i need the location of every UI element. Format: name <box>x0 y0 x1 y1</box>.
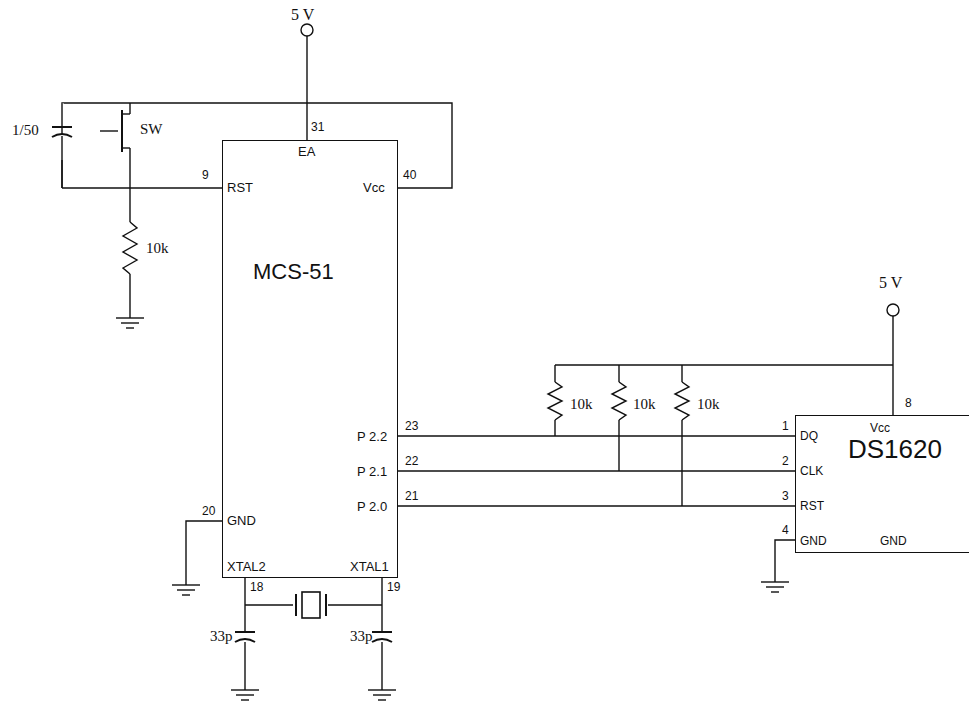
ground-symbol <box>231 690 259 700</box>
supply-label: 5 V <box>291 6 314 24</box>
component-value: 33p <box>210 628 233 645</box>
pin-number: 22 <box>405 455 418 468</box>
pin-number: 9 <box>202 169 209 182</box>
pin-name: EA <box>298 145 315 159</box>
sensor-chip: DS1620 <box>795 415 969 553</box>
pin-name: GND <box>227 514 256 528</box>
chip-name: MCS-51 <box>253 259 334 285</box>
supply-label: 5 V <box>879 274 902 292</box>
pin-number: 23 <box>405 420 418 433</box>
pin-number: 8 <box>905 397 912 410</box>
pin-name: RST <box>800 500 824 513</box>
capacitor-symbol <box>235 632 255 642</box>
component-value: 10k <box>146 240 169 257</box>
pin-name: P 2.1 <box>357 465 387 479</box>
pin-number: 21 <box>405 490 418 503</box>
pin-number: 3 <box>782 490 789 503</box>
component-value: 10k <box>633 396 656 413</box>
pin-number: 2 <box>782 455 789 468</box>
ground-symbol <box>761 582 789 592</box>
pin-name: RST <box>227 181 253 195</box>
resistor-symbol <box>675 382 689 420</box>
pin-name: DQ <box>800 430 818 443</box>
pin-number: 40 <box>403 169 416 182</box>
resistor-symbol <box>123 222 137 274</box>
supply-terminal <box>301 24 313 36</box>
switch-symbol <box>100 103 130 188</box>
pin-number: 19 <box>387 581 400 594</box>
pin-number: 4 <box>782 524 789 537</box>
pin-name: GND <box>800 535 827 548</box>
component-value: 33p <box>350 628 373 645</box>
component-name: SW <box>140 121 163 138</box>
capacitor-symbol <box>372 632 392 642</box>
signal-wire <box>398 435 795 436</box>
ground-symbol <box>368 690 396 700</box>
pin-name: Vcc <box>363 181 385 195</box>
component-value: 10k <box>697 396 720 413</box>
ground-symbol <box>116 318 144 328</box>
component-value: 10k <box>570 396 593 413</box>
chip-name: DS1620 <box>848 434 942 465</box>
pin-name: CLK <box>800 465 823 478</box>
supply-terminal <box>887 304 899 316</box>
pin-name: Vcc <box>870 422 890 435</box>
pin-name: P 2.0 <box>357 500 387 514</box>
component-value: 1/50 <box>12 122 39 139</box>
resistor-symbol <box>548 382 562 420</box>
pin-name: P 2.2 <box>357 430 387 444</box>
pin-number: 31 <box>311 121 324 134</box>
pin-number: 1 <box>782 420 789 433</box>
pin-name: XTAL2 <box>227 560 266 574</box>
ground-symbol <box>172 585 200 595</box>
pin-name: XTAL1 <box>350 560 389 574</box>
crystal-symbol <box>296 592 326 618</box>
pin-number: 18 <box>250 581 263 594</box>
signal-wire <box>398 470 795 471</box>
supply-wire <box>62 103 452 188</box>
resistor-symbol <box>612 382 626 420</box>
signal-wire <box>398 505 795 506</box>
pin-name: GND <box>880 535 907 548</box>
pin-number: 20 <box>202 505 215 518</box>
